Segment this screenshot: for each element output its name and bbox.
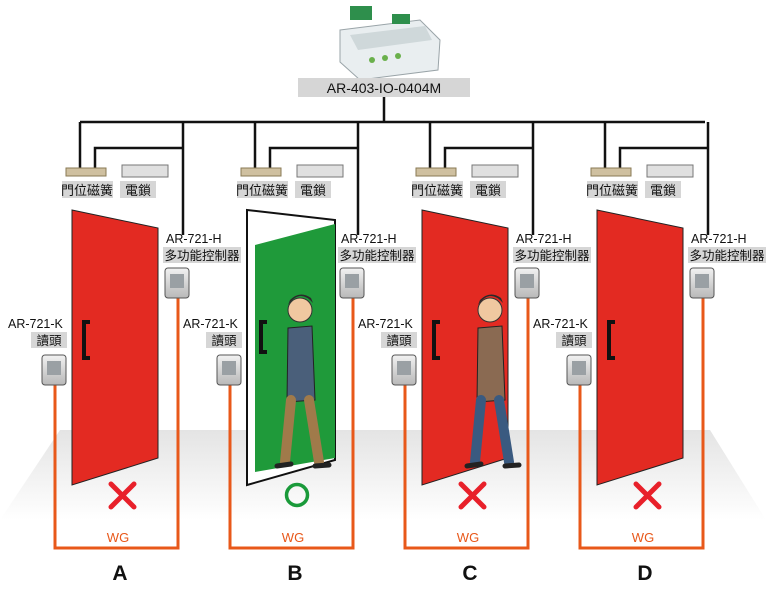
io-controller-label-bg xyxy=(298,78,470,97)
lock-label: 電鎖 xyxy=(650,183,676,198)
reader-label-bg xyxy=(31,332,67,348)
multi-controller-label-bg xyxy=(338,247,416,263)
lock-label: 電鎖 xyxy=(475,183,501,198)
bus-drop-wire xyxy=(603,122,710,235)
lock-label-bg xyxy=(120,181,156,198)
door-sensor-icon xyxy=(240,167,282,177)
lock-label-bg xyxy=(295,181,331,198)
door-sensor-label-bg xyxy=(587,181,638,198)
reader-desc: 讀頭 xyxy=(561,334,587,348)
reader-desc: 讀頭 xyxy=(386,334,412,348)
wg-label: WG xyxy=(282,530,304,545)
door-panel-closed xyxy=(71,209,159,486)
door-unit-b: 門位磁簧電鎖 AR-721-H 多功能控制器 AR-721-K 讀頭 WG B xyxy=(183,122,416,585)
access-denied-icon xyxy=(458,481,487,510)
reader-desc: 讀頭 xyxy=(36,334,62,348)
controller-keypad xyxy=(520,274,534,288)
door-letter: D xyxy=(637,562,652,584)
sensor-wire xyxy=(93,146,183,168)
electric-lock-icon xyxy=(296,164,344,178)
door-letter: B xyxy=(287,562,302,584)
door-sensor-label-bg xyxy=(62,181,113,198)
sensor-wire xyxy=(443,146,533,168)
wg-label: WG xyxy=(632,530,654,545)
door-sensor-label: 門位磁簧 xyxy=(586,183,638,198)
reader-keypad xyxy=(397,361,411,375)
multi-controller-desc: 多功能控制器 xyxy=(689,249,765,263)
lock-label: 電鎖 xyxy=(300,183,326,198)
door-panel-closed xyxy=(596,209,684,486)
door-unit-a: 門位磁簧電鎖 AR-721-H 多功能控制器 AR-721-K 讀頭 WG A xyxy=(8,122,241,585)
io-controller-device xyxy=(339,6,441,81)
door-sensor-icon xyxy=(590,167,632,177)
multi-controller-label-bg xyxy=(163,247,241,263)
multi-controller-label-bg xyxy=(688,247,766,263)
door-handle xyxy=(259,320,267,354)
multi-controller-label-bg xyxy=(513,247,591,263)
door-letter: C xyxy=(462,562,477,584)
reader-model: AR-721-K xyxy=(358,317,414,331)
controller-keypad xyxy=(345,274,359,288)
door-sensor-label-bg xyxy=(412,181,463,198)
reader-keypad xyxy=(572,361,586,375)
sensor-wire xyxy=(618,146,708,168)
door-sensor-icon xyxy=(65,167,107,177)
lock-label: 電鎖 xyxy=(125,183,151,198)
multi-controller-model: AR-721-H xyxy=(691,232,747,246)
door-handle xyxy=(82,320,90,360)
bus-trunk xyxy=(80,97,705,124)
reader-keypad xyxy=(222,361,236,375)
floor xyxy=(0,430,766,520)
door-letter: A xyxy=(112,562,127,584)
reader-model: AR-721-K xyxy=(533,317,589,331)
reader-label-bg xyxy=(381,332,417,348)
door-sensor-label: 門位磁簧 xyxy=(411,183,463,198)
person-walking-icon xyxy=(274,294,332,469)
electric-lock-icon xyxy=(471,164,519,178)
reader-model: AR-721-K xyxy=(8,317,64,331)
electric-lock-icon xyxy=(121,164,169,178)
lock-label-bg xyxy=(645,181,681,198)
io-controller-label: AR-403-IO-0404M xyxy=(327,80,441,96)
bus-drop-wire xyxy=(78,122,185,235)
electric-lock-icon xyxy=(646,164,694,178)
controller-keypad xyxy=(170,274,184,288)
multi-controller-desc: 多功能控制器 xyxy=(164,249,240,263)
access-denied-icon xyxy=(633,481,662,510)
door-sensor-icon xyxy=(415,167,457,177)
multi-controller-desc: 多功能控制器 xyxy=(514,249,590,263)
door-sensor-label-bg xyxy=(237,181,288,198)
reader-label-bg xyxy=(206,332,242,348)
controller-keypad xyxy=(695,274,709,288)
multi-controller-model: AR-721-H xyxy=(341,232,397,246)
lock-label-bg xyxy=(470,181,506,198)
bus-drop-wire xyxy=(428,122,535,235)
multi-controller-model: AR-721-H xyxy=(166,232,222,246)
access-granted-icon xyxy=(284,482,310,508)
wg-cable xyxy=(228,298,355,550)
wg-cable xyxy=(403,298,530,550)
person-walking-icon xyxy=(464,294,522,469)
reader-model: AR-721-K xyxy=(183,317,239,331)
door-sensor-label: 門位磁簧 xyxy=(61,183,113,198)
door-handle xyxy=(607,320,615,360)
door-handle xyxy=(432,320,440,360)
door-unit-c: 門位磁簧電鎖 AR-721-H 多功能控制器 AR-721-K 讀頭 WG C xyxy=(358,122,591,585)
wg-label: WG xyxy=(457,530,479,545)
door-sensor-label: 門位磁簧 xyxy=(236,183,288,198)
reader-label-bg xyxy=(556,332,592,348)
multi-controller-model: AR-721-H xyxy=(516,232,572,246)
wg-cable xyxy=(578,298,705,550)
reader-keypad xyxy=(47,361,61,375)
wg-cable xyxy=(53,298,180,550)
reader-desc: 讀頭 xyxy=(211,334,237,348)
wg-label: WG xyxy=(107,530,129,545)
door-unit-d: 門位磁簧電鎖 AR-721-H 多功能控制器 AR-721-K 讀頭 WG D xyxy=(533,122,766,585)
multi-controller-desc: 多功能控制器 xyxy=(339,249,415,263)
sensor-wire xyxy=(268,146,358,168)
access-denied-icon xyxy=(108,481,137,510)
bus-drop-wire xyxy=(253,122,360,235)
